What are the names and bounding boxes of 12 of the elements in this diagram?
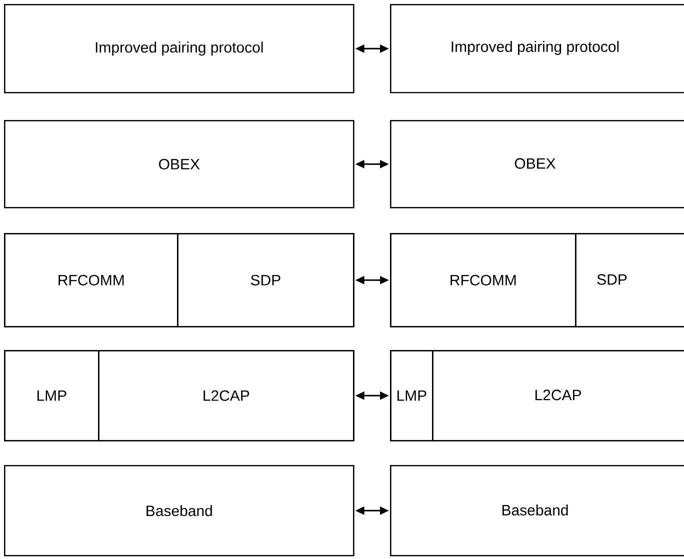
layer-cell: RFCOMM	[4, 233, 178, 328]
layer-box: OBEX	[4, 120, 354, 208]
layer-cell: SDP	[177, 233, 354, 328]
layer-box: Improved pairing protocol	[390, 4, 684, 94]
layer-box: OBEX	[390, 120, 684, 208]
layer-box: Improved pairing protocol	[4, 4, 354, 94]
layer-cell: L2CAP	[432, 350, 684, 442]
layer-cell: SDP	[575, 233, 684, 328]
layer-cell: RFCOMM	[390, 233, 576, 328]
layer-box: Baseband	[390, 465, 684, 556]
layer-cell: LMP	[390, 350, 434, 442]
layer-box: Baseband	[4, 465, 354, 556]
